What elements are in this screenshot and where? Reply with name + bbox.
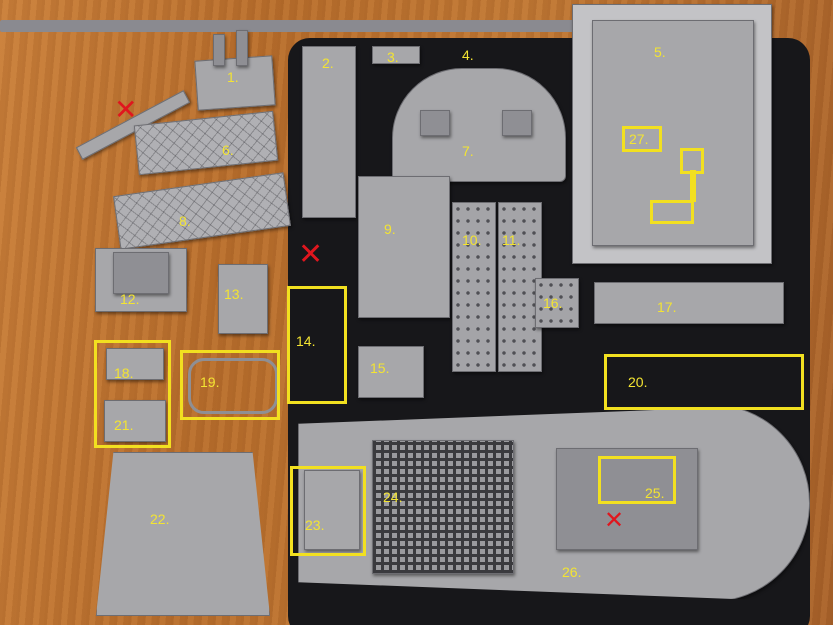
top-rail [0,20,600,32]
part-17 [594,282,784,324]
part-7-screen [502,110,532,136]
label-21: 21. [114,417,134,433]
label-22: 22. [150,511,170,527]
highlight-27-b [650,200,694,224]
label-25: 25. [645,485,665,501]
highlight-23 [290,466,366,556]
part-1-post [236,30,248,66]
highlight-19 [180,350,280,420]
reject-x-icon: ✕ [114,93,138,126]
part-12-inner [113,252,169,294]
label-7: 7. [462,143,474,159]
part-19 [188,358,278,414]
label-14: 14. [296,333,316,349]
label-24: 24. [383,489,403,505]
label-12: 12. [120,291,140,307]
part-3 [372,46,420,64]
part-16 [535,278,579,328]
label-20: 20. [628,374,648,390]
part-1-post [213,34,225,66]
label-15: 15. [370,360,390,376]
part-5-inner [592,20,754,246]
label-8: 8. [179,213,191,229]
part-24 [372,440,514,574]
label-5: 5. [654,44,666,60]
part-15 [358,346,424,398]
label-2: 2. [322,55,334,71]
label-6: 6. [222,142,234,158]
label-19: 19. [200,374,220,390]
label-1: 1. [227,69,239,85]
part-12 [95,248,187,312]
label-18: 18. [114,365,134,381]
label-11: 11. [502,232,521,248]
part-2 [302,46,356,218]
reject-x-icon: ✕ [298,237,324,272]
highlight-25 [598,456,676,504]
label-9: 9. [384,221,396,237]
label-23: 23. [305,517,325,533]
label-10: 10. [462,232,482,248]
part-13 [218,264,268,334]
part-23 [304,470,360,550]
label-26: 26. [562,564,582,580]
label-16: 16. [543,295,563,311]
part-10 [452,202,496,372]
reject-x-icon: ✕ [604,506,625,534]
part-7-screen [420,110,450,136]
highlight-14 [287,286,347,404]
label-13: 13. [224,286,244,302]
part-11 [498,202,542,372]
part-18 [106,348,164,380]
part-21 [104,400,166,442]
part-22 [96,452,270,616]
highlight-27 [622,126,662,152]
label-17: 17. [657,299,677,315]
label-3: 3. [387,49,399,65]
label-27: 27. [629,131,649,147]
highlight-27-connector [690,170,696,202]
highlight-20 [604,354,804,410]
part-9 [358,176,450,318]
part-4 [392,68,566,182]
highlight-18-21 [94,340,171,448]
label-4: 4. [462,47,474,63]
